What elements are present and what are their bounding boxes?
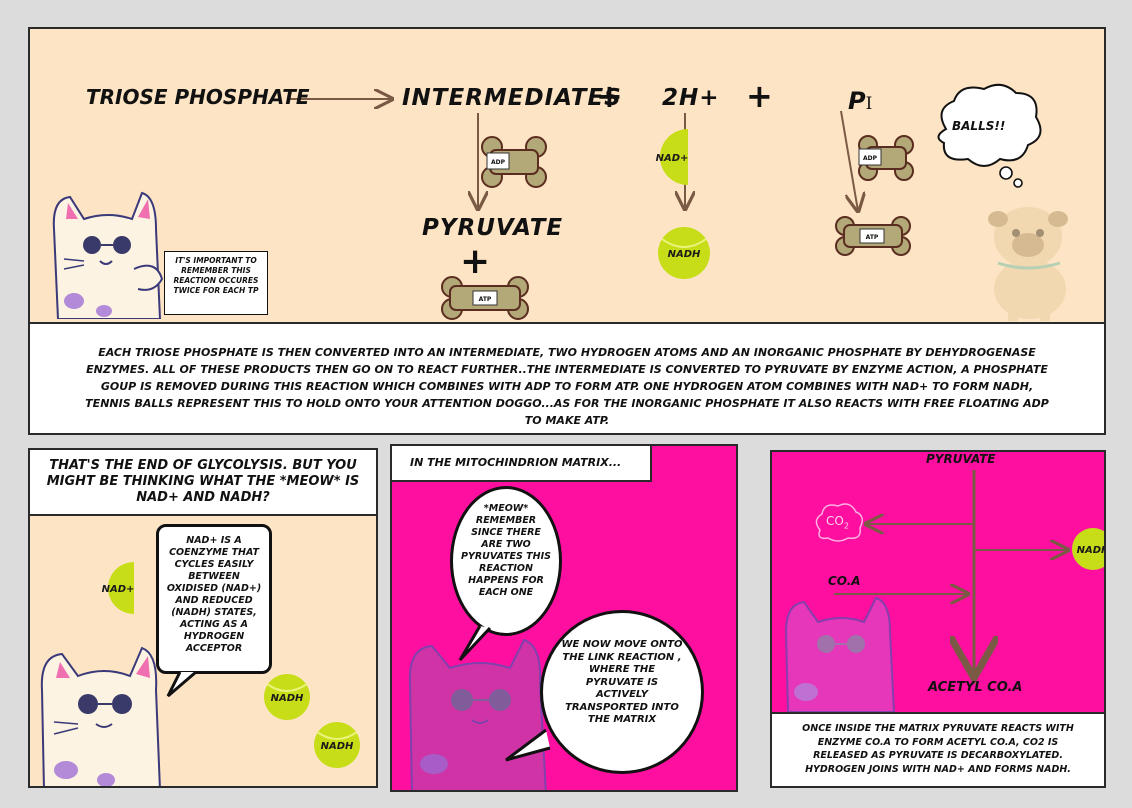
cat-illustration <box>40 646 161 786</box>
atp-bone-icon: ATP <box>835 216 911 256</box>
pi-base: P <box>848 87 866 115</box>
nadh-ball-text: NADH <box>668 249 701 260</box>
bottom-middle-header: IN THE MITOCHINDRION MATRIX... <box>392 446 652 482</box>
atp-chip-text: ATP <box>479 296 492 303</box>
bubble-tail <box>166 670 197 698</box>
bubble-tail <box>458 625 492 662</box>
nadh-ball-text: NADH <box>271 693 304 704</box>
bottom-left-header-text: THAT'S THE END OF GLYCOLYSIS. BUT YOU MI… <box>46 458 360 505</box>
co2-base: CO <box>826 514 844 528</box>
nadh-ball-text: NADH <box>1077 545 1106 556</box>
top-caption-text: EACH TRIOSE PHOSPHATE IS THEN CONVERTED … <box>85 346 1049 427</box>
acetyl-coa-label: ACETYL CO.A <box>928 680 1023 695</box>
co2-cloud-icon <box>815 503 863 542</box>
meow-reminder-text: *MEOW* REMEMBER SINCE THERE ARE TWO PYRU… <box>461 503 551 598</box>
balls-bubble-text: BALLS!! <box>952 119 1006 133</box>
meow-reminder-bubble: *MEOW* REMEMBER SINCE THERE ARE TWO PYRU… <box>450 486 562 636</box>
nad-plus-half-ball-icon: NAD+ <box>656 129 689 185</box>
pi-subscript: I <box>865 94 873 114</box>
nad-definition-text: NAD+ IS A COENZYME THAT CYCLES EASILY BE… <box>166 535 262 654</box>
atp-chip-text: ATP <box>866 234 879 241</box>
nadh-tennis-ball-icon: NADH <box>1072 528 1106 570</box>
adp-bone-icon: ADP <box>481 136 547 188</box>
cat-note-bubble: IT'S IMPORTANT TO REMEMBER THIS REACTION… <box>164 251 268 315</box>
adp-bone-icon: ADP <box>858 135 914 181</box>
two-h-label: 2H+ <box>662 85 720 111</box>
nadh-tennis-ball-icon: NADH <box>314 722 360 768</box>
link-reaction-bubble: WE NOW MOVE ONTO THE LINK REACTION , WHE… <box>540 610 704 774</box>
bottom-left-panel: THAT'S THE END OF GLYCOLYSIS. BUT YOU MI… <box>28 448 378 788</box>
nad-plus-half-ball-icon: NAD+ <box>102 562 135 614</box>
nadh-tennis-ball-icon: NADH <box>264 674 310 720</box>
plus-sign: + <box>746 77 773 115</box>
bottom-middle-panel: IN THE MITOCHINDRION MATRIX... *MEOW* RE… <box>390 444 738 792</box>
plus-sign: + <box>460 241 491 282</box>
cat-illustration <box>784 596 896 712</box>
intermediates-label: INTERMEDIATES <box>402 85 622 111</box>
cat-illustration <box>52 191 164 319</box>
cat-illustration <box>408 638 547 790</box>
adp-chip-text: ADP <box>863 155 878 162</box>
nad-plus-ball-text: NAD+ <box>656 153 689 164</box>
cat-note-text: IT'S IMPORTANT TO REMEMBER THIS REACTION… <box>173 256 259 295</box>
nad-definition-bubble: NAD+ IS A COENZYME THAT CYCLES EASILY BE… <box>156 524 272 674</box>
pi-label: PI <box>848 87 872 115</box>
atp-bone-icon: ATP <box>441 276 529 320</box>
nadh-ball-text: NADH <box>321 741 354 752</box>
triose-phosphate-label: TRIOSE PHOSPHATE <box>86 85 310 109</box>
thought-bubble-icon <box>937 83 1042 188</box>
nad-plus-ball-text: NAD+ <box>102 584 135 595</box>
nadh-tennis-ball-icon: NADH <box>658 227 710 279</box>
plus-sign: + <box>596 77 623 115</box>
pyruvate-label: PYRUVATE <box>926 452 996 466</box>
arrow-pi-to-atp <box>840 110 858 211</box>
pyruvate-label: PYRUVATE <box>422 215 564 241</box>
link-reaction-text: WE NOW MOVE ONTO THE LINK REACTION , WHE… <box>561 639 683 725</box>
bottom-left-header: THAT'S THE END OF GLYCOLYSIS. BUT YOU MI… <box>30 450 376 516</box>
bubble-tail <box>505 728 551 762</box>
pug-dog-illustration <box>988 207 1068 321</box>
top-panel: TRIOSE PHOSPHATE INTERMEDIATES + 2H+ + P… <box>28 27 1106 435</box>
co2-label: CO2 <box>826 514 849 530</box>
bottom-right-panel: PYRUVATE CO2 NADH CO.A ACETYL CO.A ONCE … <box>770 450 1106 788</box>
link-reaction-diagram <box>834 470 1104 712</box>
adp-chip-text: ADP <box>491 159 506 166</box>
top-caption-box: EACH TRIOSE PHOSPHATE IS THEN CONVERTED … <box>30 322 1104 433</box>
coa-label: CO.A <box>828 574 861 588</box>
bottom-right-caption-box: ONCE INSIDE THE MATRIX PYRUVATE REACTS W… <box>772 712 1104 786</box>
co2-subscript: 2 <box>843 521 849 531</box>
bottom-middle-header-text: IN THE MITOCHINDRION MATRIX... <box>410 456 622 469</box>
bottom-right-caption-text: ONCE INSIDE THE MATRIX PYRUVATE REACTS W… <box>802 723 1074 775</box>
